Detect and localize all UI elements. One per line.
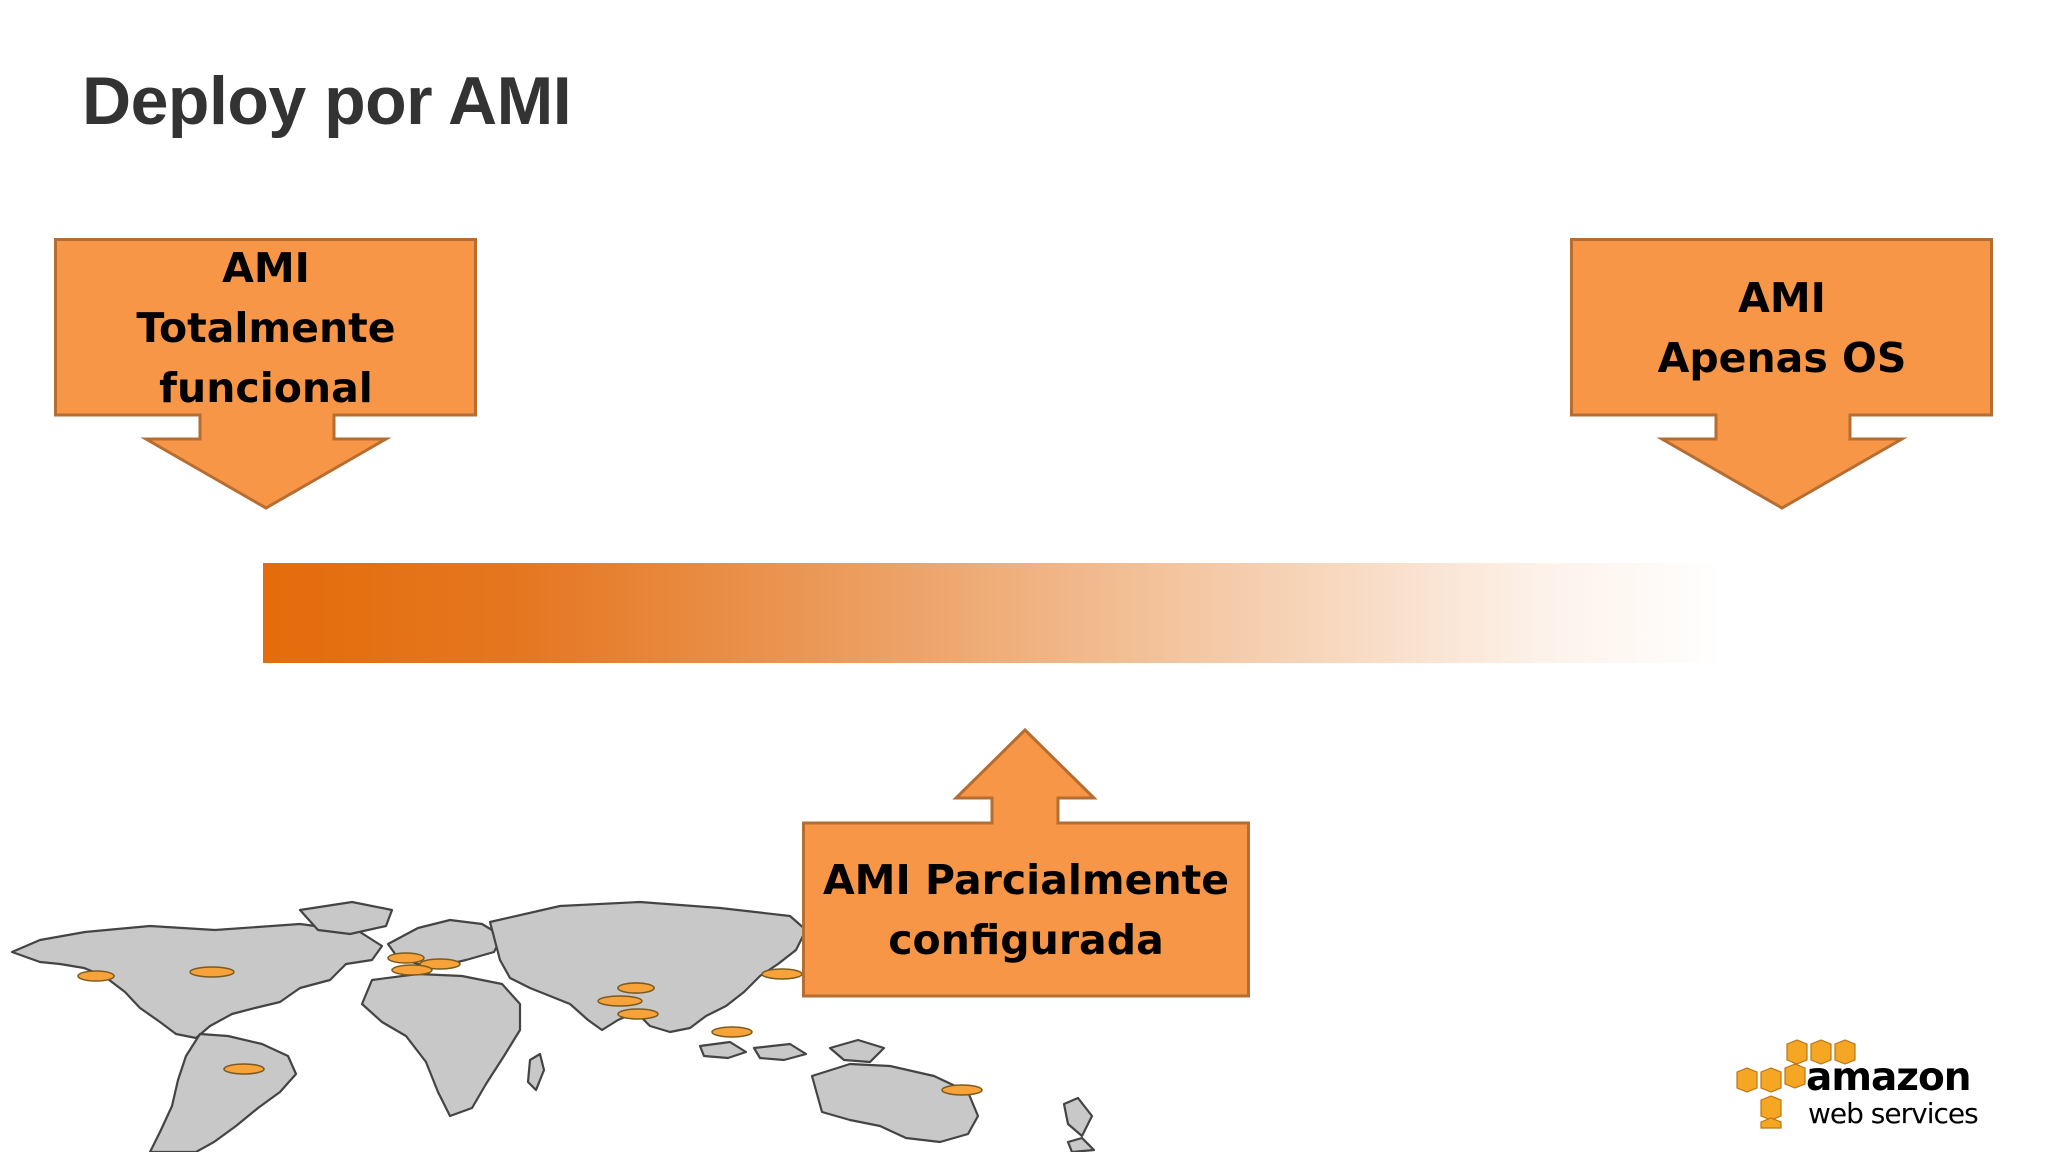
map-asia bbox=[488, 900, 808, 1034]
map-region-dot bbox=[941, 1084, 983, 1096]
callout-right-line2: Apenas OS bbox=[1657, 334, 1907, 382]
map-region-dot bbox=[189, 966, 235, 978]
callout-bottom-shape bbox=[802, 727, 1250, 998]
map-region-dot bbox=[391, 964, 433, 976]
map-region-dot bbox=[617, 1008, 659, 1020]
map-africa bbox=[360, 972, 522, 1118]
slide-title: Deploy por AMI bbox=[82, 63, 572, 139]
aws-logo-tagline: web services bbox=[1808, 1097, 1979, 1130]
callout-right-shape bbox=[1570, 238, 1993, 510]
aws-logo-brand: amazon bbox=[1806, 1055, 1972, 1100]
map-north-america bbox=[10, 922, 384, 1040]
map-region-dot bbox=[77, 970, 115, 982]
map-region-dot bbox=[223, 1063, 265, 1075]
map-greenland bbox=[298, 900, 394, 936]
map-region-dot bbox=[761, 968, 803, 980]
map-region-dot bbox=[711, 1026, 753, 1038]
map-south-america bbox=[148, 1032, 298, 1152]
aws-logo-icon bbox=[1736, 1039, 1856, 1129]
map-region-dot bbox=[597, 995, 643, 1007]
callout-right: AMI Apenas OS bbox=[1570, 238, 1994, 510]
map-madagascar bbox=[526, 1052, 546, 1092]
callout-left-line1: AMI bbox=[222, 244, 310, 292]
map-indonesia bbox=[698, 1040, 748, 1060]
map-australia bbox=[810, 1062, 980, 1144]
map-region-dot bbox=[419, 958, 461, 970]
map-region-dot bbox=[387, 952, 425, 964]
callout-bottom: AMI Parcialmente configurada bbox=[802, 727, 1250, 998]
callout-left: AMI Totalmente funcional bbox=[54, 238, 478, 510]
callout-left-line2: Totalmente bbox=[136, 304, 396, 352]
callout-left-shape bbox=[54, 238, 477, 510]
callout-bottom-line1: AMI Parcialmente bbox=[822, 856, 1230, 904]
callout-left-line3: funcional bbox=[159, 364, 373, 412]
world-map-image bbox=[10, 900, 1096, 1152]
spectrum-gradient-bar bbox=[263, 563, 1723, 663]
callout-bottom-line2: configurada bbox=[888, 916, 1164, 964]
callout-right-line1: AMI bbox=[1738, 274, 1826, 322]
map-region-dot bbox=[617, 982, 655, 994]
